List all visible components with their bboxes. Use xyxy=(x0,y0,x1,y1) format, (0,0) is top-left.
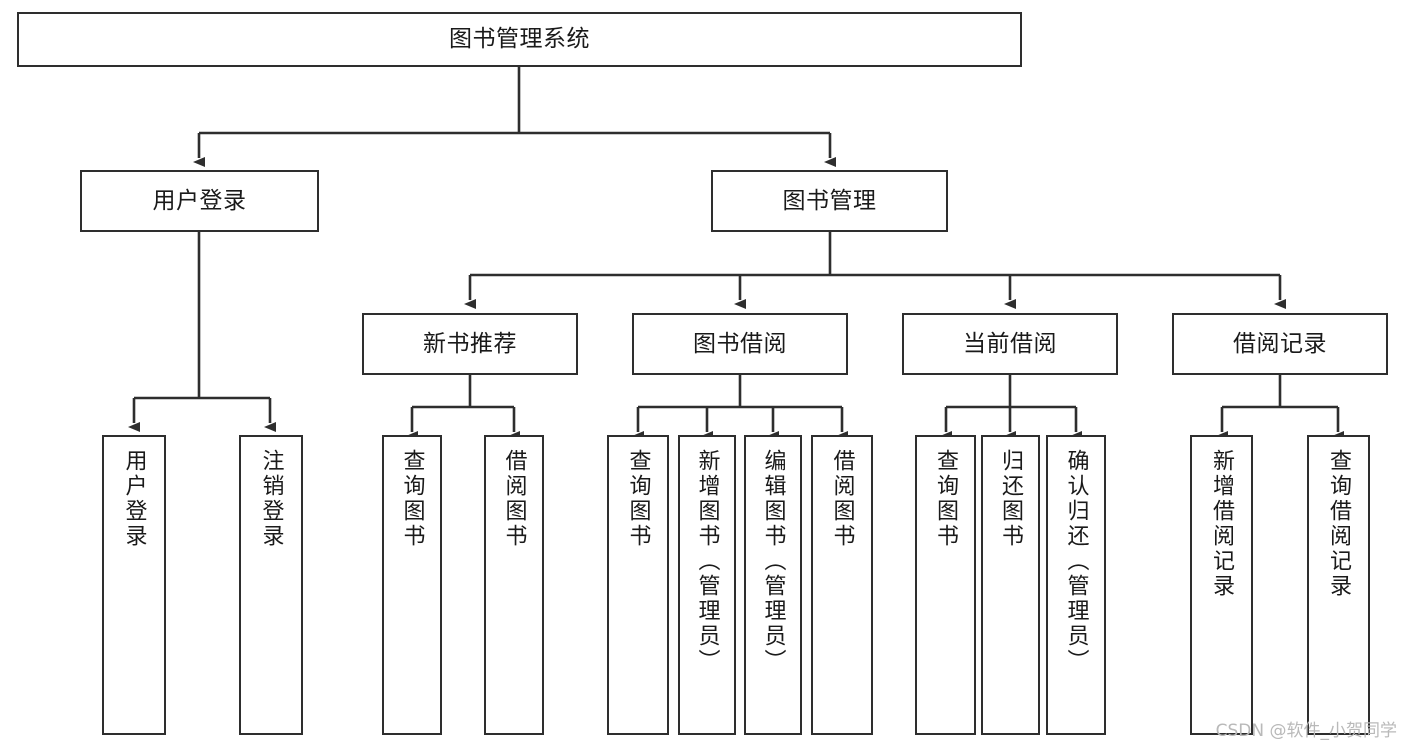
node-leaf-confirm-return-label: 确认归还（管理员） xyxy=(1063,449,1089,674)
node-book-borrow-label: 图书借阅 xyxy=(693,330,787,357)
node-current-borrow[interactable]: 当前借阅 xyxy=(902,313,1118,375)
node-user-login[interactable]: 用户登录 xyxy=(80,170,319,232)
node-leaf-query-record-label: 查询借阅记录 xyxy=(1326,449,1352,599)
node-leaf-edit-book-label: 编辑图书（管理员） xyxy=(760,449,786,674)
node-leaf-borrow-book-1[interactable]: 借阅图书 xyxy=(484,435,544,735)
node-borrow-record-label: 借阅记录 xyxy=(1233,330,1327,357)
watermark: CSDN @软件_小贺同学 xyxy=(1215,721,1397,741)
node-leaf-query-book-2-label: 查询图书 xyxy=(625,449,651,549)
node-root[interactable]: 图书管理系统 xyxy=(17,12,1022,67)
node-leaf-add-record-label: 新增借阅记录 xyxy=(1209,449,1235,599)
node-root-label: 图书管理系统 xyxy=(449,26,590,53)
node-leaf-confirm-return[interactable]: 确认归还（管理员） xyxy=(1046,435,1106,735)
node-leaf-user-logout-label: 注销登录 xyxy=(258,449,284,549)
node-leaf-edit-book[interactable]: 编辑图书（管理员） xyxy=(744,435,802,735)
node-new-book-recommend[interactable]: 新书推荐 xyxy=(362,313,578,375)
node-leaf-query-book-1[interactable]: 查询图书 xyxy=(382,435,442,735)
node-book-borrow[interactable]: 图书借阅 xyxy=(632,313,848,375)
node-leaf-borrow-book-2[interactable]: 借阅图书 xyxy=(811,435,873,735)
node-book-manage[interactable]: 图书管理 xyxy=(711,170,948,232)
node-leaf-return-book[interactable]: 归还图书 xyxy=(981,435,1040,735)
node-leaf-user-logout[interactable]: 注销登录 xyxy=(239,435,303,735)
node-leaf-add-book[interactable]: 新增图书（管理员） xyxy=(678,435,736,735)
node-user-login-label: 用户登录 xyxy=(152,187,247,214)
node-borrow-record[interactable]: 借阅记录 xyxy=(1172,313,1388,375)
node-leaf-return-book-label: 归还图书 xyxy=(998,449,1024,549)
node-leaf-query-book-2[interactable]: 查询图书 xyxy=(607,435,669,735)
node-leaf-borrow-book-1-label: 借阅图书 xyxy=(501,449,527,549)
node-current-borrow-label: 当前借阅 xyxy=(963,330,1057,357)
node-book-manage-label: 图书管理 xyxy=(782,187,877,214)
node-leaf-query-book-3[interactable]: 查询图书 xyxy=(915,435,976,735)
node-leaf-borrow-book-2-label: 借阅图书 xyxy=(829,449,855,549)
node-leaf-query-book-1-label: 查询图书 xyxy=(399,449,425,549)
node-leaf-user-login-label: 用户登录 xyxy=(121,449,147,549)
node-leaf-add-record[interactable]: 新增借阅记录 xyxy=(1190,435,1253,735)
node-leaf-query-record[interactable]: 查询借阅记录 xyxy=(1307,435,1370,735)
node-leaf-query-book-3-label: 查询图书 xyxy=(933,449,959,549)
node-new-book-recommend-label: 新书推荐 xyxy=(423,330,517,357)
node-leaf-add-book-label: 新增图书（管理员） xyxy=(694,449,720,674)
node-leaf-user-login[interactable]: 用户登录 xyxy=(102,435,166,735)
